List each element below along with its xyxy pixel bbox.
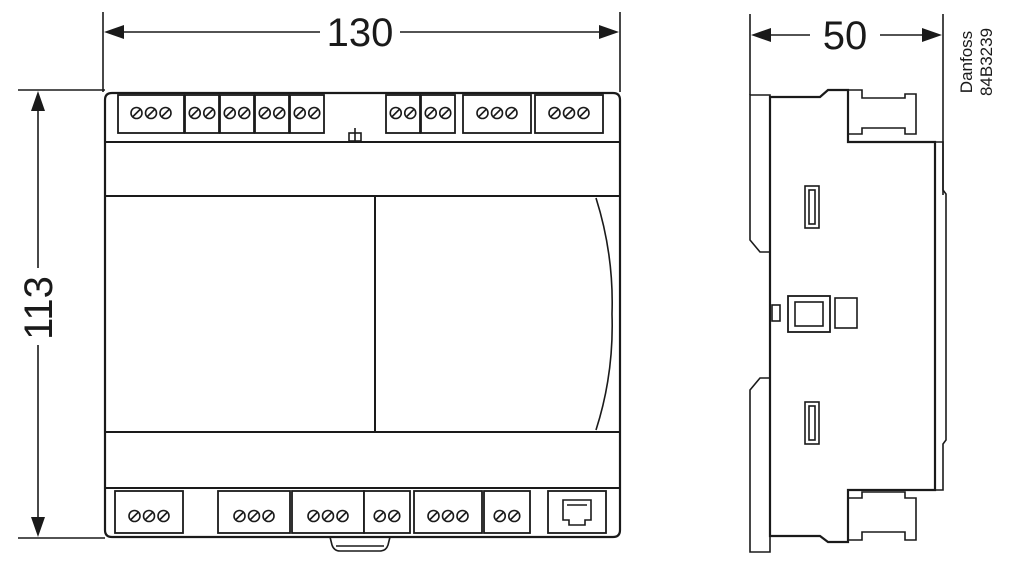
screw-icon	[577, 106, 590, 120]
depth-label: 50	[823, 14, 868, 58]
terminal-block	[254, 94, 290, 134]
terminal-block	[483, 490, 531, 534]
terminal-block	[114, 490, 184, 534]
rj-jack-icon	[547, 490, 607, 534]
top-terminal-row	[117, 94, 604, 134]
arrow-down-icon	[31, 517, 45, 537]
screw-icon	[490, 106, 504, 120]
width-label: 130	[327, 11, 394, 55]
arrow-left-icon	[104, 25, 124, 39]
screw-icon	[507, 509, 521, 523]
screw-icon	[237, 106, 251, 120]
terminal-block	[184, 94, 220, 134]
terminal-block	[289, 94, 325, 134]
screw-icon	[403, 106, 417, 120]
height-label: 113	[17, 276, 61, 340]
screw-icon	[307, 106, 321, 120]
centre-clip-icon	[348, 128, 362, 142]
terminal-block	[534, 94, 604, 134]
brand-code: 84B3239	[977, 28, 996, 96]
screw-icon	[223, 106, 237, 120]
screw-icon	[159, 106, 172, 120]
screw-icon	[272, 106, 286, 120]
depth-dimension: 50	[749, 14, 944, 195]
screw-icon	[493, 509, 507, 523]
screw-icon	[247, 509, 261, 523]
terminal-block	[420, 94, 456, 134]
arrow-right-icon	[922, 28, 942, 42]
arrow-right-icon	[599, 25, 619, 39]
screw-icon	[456, 509, 469, 523]
screw-icon	[373, 509, 387, 523]
screw-icon	[476, 106, 489, 120]
terminal-block	[385, 94, 421, 134]
screw-icon	[130, 106, 143, 120]
screw-icon	[142, 509, 156, 523]
brand-name: Danfoss	[957, 31, 976, 93]
screw-icon	[389, 106, 403, 120]
terminal-block	[413, 490, 483, 534]
width-dimension: 130	[102, 11, 621, 92]
screw-icon	[144, 106, 158, 120]
screw-icon	[548, 106, 561, 120]
brand-label: Danfoss 84B3239	[957, 28, 996, 96]
screw-icon	[441, 509, 455, 523]
vent-slot	[804, 185, 820, 229]
screw-icon	[233, 509, 246, 523]
arrow-up-icon	[31, 91, 45, 111]
screw-icon	[262, 509, 275, 523]
screw-icon	[387, 509, 401, 523]
screw-icon	[128, 509, 141, 523]
screw-icon	[321, 509, 335, 523]
screw-icon	[505, 106, 518, 120]
screw-icon	[307, 509, 320, 523]
screw-icon	[258, 106, 272, 120]
screw-icon	[336, 509, 349, 523]
front-view	[103, 91, 622, 552]
height-dimension: 113	[17, 89, 105, 539]
arrow-left-icon	[751, 28, 771, 42]
terminal-block	[217, 490, 291, 534]
screw-icon	[157, 509, 170, 523]
screw-icon	[188, 106, 202, 120]
terminal-block	[462, 94, 532, 134]
terminal-block	[291, 490, 365, 534]
terminal-block	[117, 94, 185, 134]
vent-slot	[804, 401, 820, 445]
screw-icon	[424, 106, 438, 120]
terminal-block	[219, 94, 255, 134]
din-clip	[329, 536, 391, 552]
terminal-block	[363, 490, 411, 534]
screw-icon	[202, 106, 216, 120]
side-view	[749, 88, 947, 553]
screw-icon	[293, 106, 307, 120]
screw-icon	[562, 106, 576, 120]
bottom-terminal-row	[114, 490, 531, 534]
screw-icon	[427, 509, 440, 523]
screw-icon	[438, 106, 452, 120]
